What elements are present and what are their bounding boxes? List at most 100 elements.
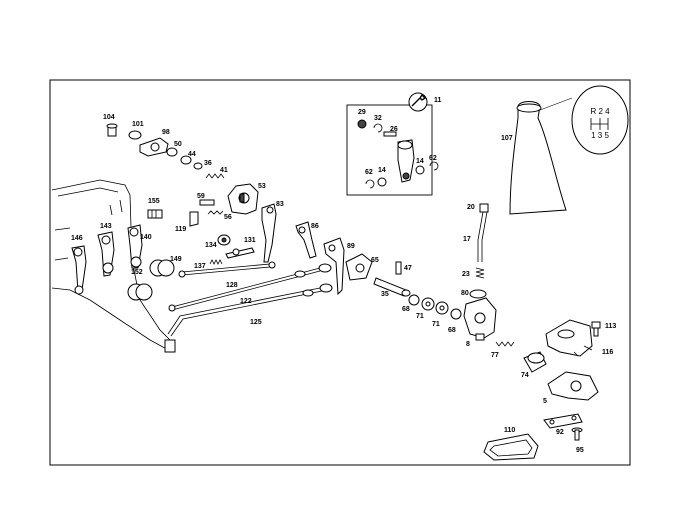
label-62-left: 62 [365, 169, 373, 176]
housing-5 [547, 371, 599, 401]
bushing-29 [357, 119, 367, 129]
label-17: 17 [463, 236, 471, 243]
shift-boot-107 [509, 101, 567, 215]
washer-36 [193, 162, 203, 170]
label-143: 143 [100, 223, 112, 230]
spring-41 [205, 173, 225, 179]
clip-62-left [365, 179, 375, 189]
label-125: 125 [250, 319, 262, 326]
label-59: 59 [197, 193, 205, 200]
label-23: 23 [462, 271, 470, 278]
label-113: 113 [605, 323, 616, 330]
lever-140 [127, 224, 143, 269]
label-35: 35 [381, 291, 389, 298]
flange-98 [139, 137, 169, 157]
plate-92 [543, 413, 583, 429]
label-53: 53 [258, 183, 266, 190]
label-74: 74 [521, 372, 529, 379]
shifter-housing-8 [463, 297, 497, 341]
label-14-left: 14 [378, 167, 386, 174]
spring-77 [495, 341, 515, 347]
lever-143 [97, 231, 115, 277]
label-20: 20 [467, 204, 475, 211]
label-5: 5 [543, 398, 547, 405]
label-47: 47 [404, 265, 412, 272]
label-26: 26 [390, 126, 398, 133]
label-44: 44 [188, 151, 196, 158]
spring-137 [209, 259, 223, 265]
label-68-right: 68 [448, 327, 456, 334]
label-86: 86 [311, 223, 319, 230]
star-washer-71-left [421, 297, 435, 311]
shift-lever-bracket [397, 139, 415, 183]
washer-44 [180, 155, 192, 165]
screw-95 [571, 427, 583, 441]
label-149: 149 [170, 256, 182, 263]
shift-pattern-bottom: 1 3 5 [591, 131, 609, 140]
label-68-left: 68 [402, 306, 410, 313]
shift-rod-128 [178, 261, 276, 278]
link-131 [225, 247, 255, 259]
label-98: 98 [162, 129, 170, 136]
shift-rod-122 [168, 263, 332, 312]
label-101: 101 [132, 121, 144, 128]
plate-65 [345, 253, 373, 281]
label-29: 29 [358, 109, 366, 116]
label-152: 152 [131, 269, 143, 276]
spring-23 [475, 267, 485, 279]
pin-47 [395, 261, 402, 275]
pin-59 [199, 199, 215, 206]
gasket-110 [483, 433, 539, 461]
shift-rod-125 [167, 283, 333, 337]
label-110: 110 [504, 427, 515, 434]
inset-detail-box [346, 104, 439, 196]
bolt-155 [147, 209, 163, 219]
label-92: 92 [556, 429, 564, 436]
label-56: 56 [224, 214, 232, 221]
label-107: 107 [501, 135, 513, 142]
lever-83 [261, 203, 277, 263]
bushing-74 [523, 351, 547, 373]
label-131: 131 [244, 237, 256, 244]
label-71-right: 71 [432, 321, 440, 328]
label-134: 134 [205, 242, 217, 249]
bushing-149 [149, 259, 175, 277]
label-62-right: 62 [429, 155, 437, 162]
wrench-icon [408, 92, 428, 112]
lever-146 [71, 245, 87, 295]
label-14-right: 14 [416, 158, 424, 165]
lever-86 [295, 221, 317, 259]
clip-32 [373, 123, 383, 133]
washer-101 [128, 130, 142, 140]
label-95: 95 [576, 447, 584, 454]
label-77: 77 [491, 352, 499, 359]
label-89: 89 [347, 243, 355, 250]
label-116: 116 [602, 349, 613, 356]
label-146: 146 [71, 235, 83, 242]
diagram-frame [49, 79, 631, 466]
washer-68-right [450, 308, 462, 320]
label-137: 137 [194, 263, 206, 270]
label-80: 80 [461, 290, 469, 297]
label-155: 155 [148, 198, 160, 205]
label-119: 119 [175, 226, 186, 233]
washer-68-left [408, 294, 420, 306]
label-71-left: 71 [416, 313, 424, 320]
nut-134 [217, 234, 231, 246]
bolt-113 [591, 321, 601, 337]
label-65: 65 [371, 257, 379, 264]
label-50: 50 [174, 141, 182, 148]
bracket-116 [545, 319, 593, 357]
transmission-housing [51, 179, 176, 353]
shift-knob-pattern: R 2 4 1 3 5 [571, 85, 629, 155]
bushing-152 [127, 283, 153, 301]
pin-26 [383, 131, 397, 137]
label-32: 32 [374, 115, 382, 122]
label-128: 128 [226, 282, 238, 289]
selector-housing-53 [227, 183, 259, 215]
star-washer-71-right [435, 301, 449, 315]
label-36: 36 [204, 160, 212, 167]
bushing-20 [479, 203, 489, 213]
lever-89 [323, 237, 345, 296]
